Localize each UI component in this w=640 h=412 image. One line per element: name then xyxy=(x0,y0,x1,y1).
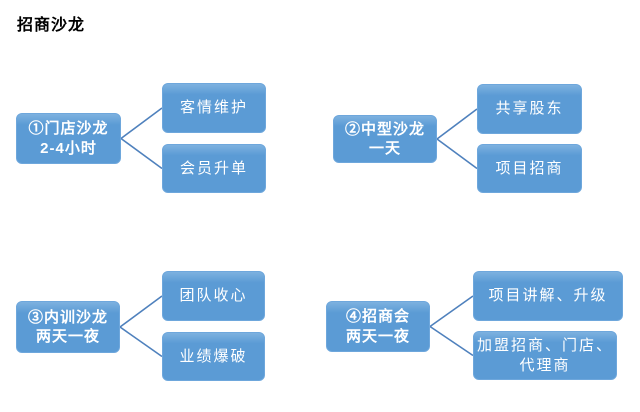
child-box-member-upsell: 会员升单 xyxy=(162,144,266,193)
connector-line xyxy=(436,138,478,170)
child-box-team-cohesion: 团队收心 xyxy=(162,271,265,321)
child-box-customer-maintenance: 客情维护 xyxy=(162,83,266,133)
child-box-franchise-store-agent: 加盟招商、门店、 代理商 xyxy=(473,331,617,380)
connector-line xyxy=(119,326,163,358)
connector-line xyxy=(120,137,163,170)
main-box-investment-conference: ④招商会 两天一夜 xyxy=(326,301,430,352)
child-box-shared-shareholders: 共享股东 xyxy=(477,84,582,134)
connector-line xyxy=(120,107,163,140)
child-box-project-explanation-upgrade: 项目讲解、升级 xyxy=(473,271,623,321)
connector-line xyxy=(436,108,478,140)
connector-line xyxy=(429,295,474,328)
main-box-internal-training-salon: ③内训沙龙 两天一夜 xyxy=(16,301,120,353)
connector-line xyxy=(429,325,474,357)
diagram-title: 招商沙龙 xyxy=(17,17,86,34)
main-box-medium-salon: ②中型沙龙 一天 xyxy=(333,115,437,163)
connector-line xyxy=(119,295,163,328)
child-box-performance-breakthrough: 业绩爆破 xyxy=(162,332,265,381)
child-box-project-investment: 项目招商 xyxy=(477,144,582,193)
main-box-store-salon: ①门店沙龙 2-4小时 xyxy=(16,113,121,164)
